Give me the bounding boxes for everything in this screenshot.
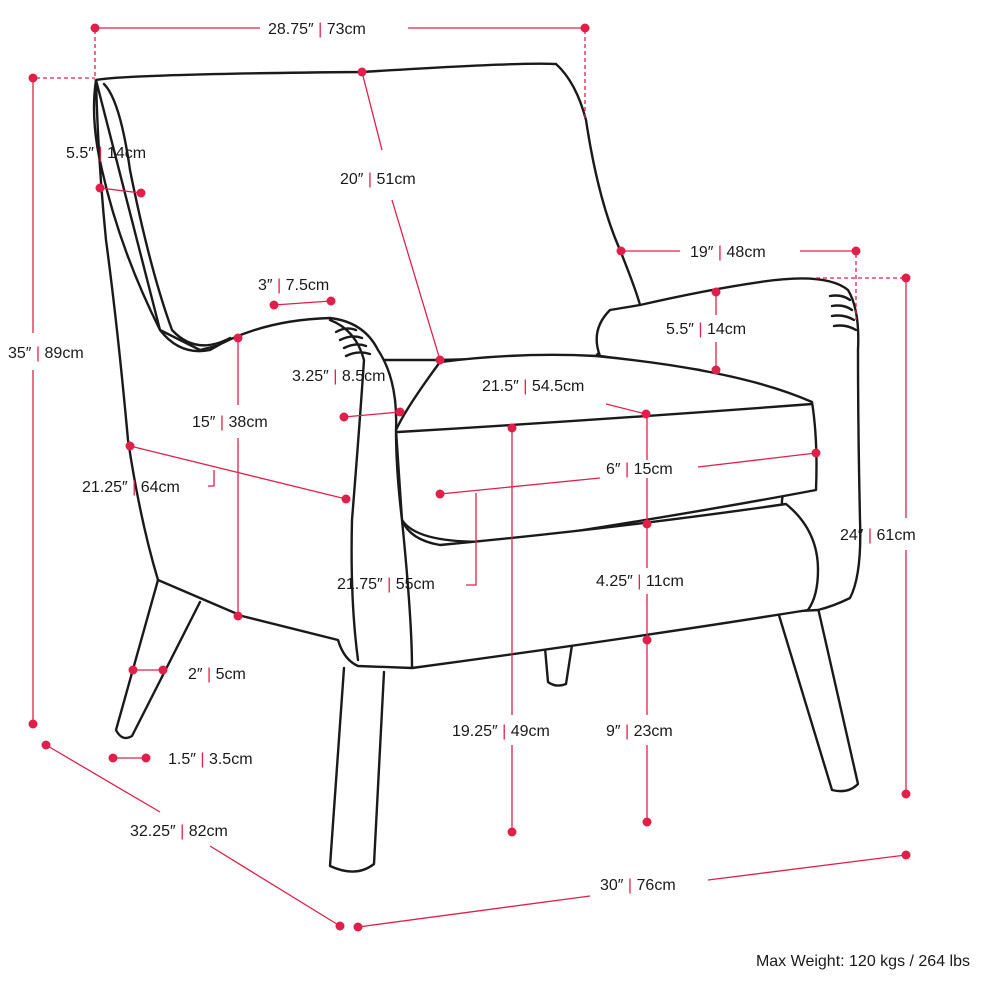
chair-back <box>94 62 642 362</box>
label-overall-width: 28.75″ | 73cm <box>268 21 366 38</box>
seat-piping <box>396 402 814 434</box>
label-back-height: 20″ | 51cm <box>340 171 416 188</box>
label-back-to-arm: 19″ | 48cm <box>690 244 766 261</box>
max-weight-note: Max Weight: 120 kgs / 264 lbs <box>756 953 970 970</box>
label-arm-drop: 15″ | 38cm <box>192 414 268 431</box>
right-arm-pleats <box>828 294 858 332</box>
left-arm-side <box>92 78 414 670</box>
left-arm-pleats <box>334 327 372 358</box>
rear-right-leg <box>543 643 574 687</box>
dimension-labels: 28.75″ | 73cm 5.5″ | 14cm 20″ | 51cm 19″… <box>8 21 916 894</box>
label-wing-depth: 5.5″ | 14cm <box>66 145 146 162</box>
label-seat-height: 19.25″ | 49cm <box>452 723 550 740</box>
dimension-lines <box>28 23 911 932</box>
label-arm-height: 24″ | 61cm <box>840 527 916 544</box>
label-arm-front-width: 3.25″ | 8.5cm <box>292 368 385 385</box>
label-arm-height-above-seat: 5.5″ | 14cm <box>666 321 746 338</box>
label-arm-width-top: 3″ | 7.5cm <box>258 277 329 294</box>
label-seat-width: 21.5″ | 54.5cm <box>482 378 584 395</box>
label-overall-length: 30″ | 76cm <box>600 877 676 894</box>
left-arm-piping <box>102 82 232 347</box>
rear-left-leg <box>776 606 860 793</box>
label-cushion-thickness: 6″ | 15cm <box>606 461 673 478</box>
label-side-depth: 21.25″ | 64cm <box>82 479 180 496</box>
label-overall-height: 35″ | 89cm <box>8 345 84 362</box>
label-leg-bottom: 1.5″ | 3.5cm <box>168 751 253 768</box>
label-overall-depth: 32.25″ | 82cm <box>130 823 228 840</box>
front-left-leg <box>114 578 202 740</box>
label-leg-height: 9″ | 23cm <box>606 723 673 740</box>
label-leg-top: 2″ | 5cm <box>188 666 246 683</box>
label-base-height: 4.25″ | 11cm <box>596 573 684 590</box>
seat-base <box>400 502 820 670</box>
label-seat-depth: 21.75″ | 55cm <box>337 576 435 593</box>
chair-outline <box>92 62 862 873</box>
front-right-leg <box>328 666 386 873</box>
